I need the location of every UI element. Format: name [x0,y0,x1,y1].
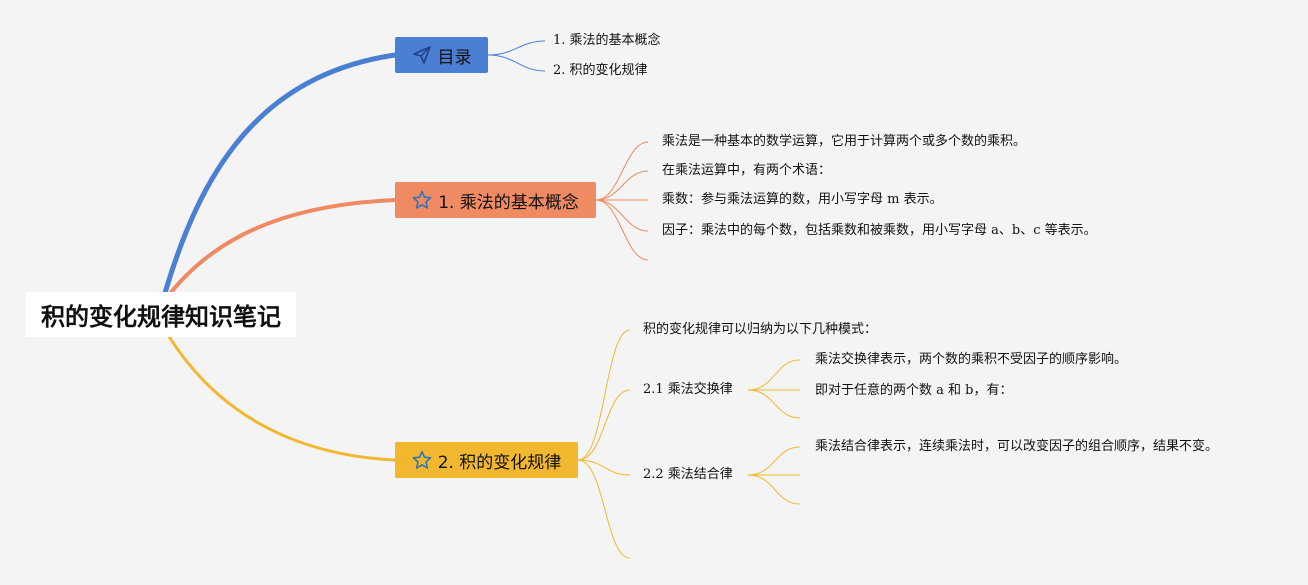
star-icon [412,190,432,209]
subtopic-commutative[interactable]: 2.1 乘法交换律 [643,382,733,397]
link-root-toc [160,52,398,303]
basic-item[interactable]: 乘法是一种基本的数学运算，它用于计算两个或多个数的乘积。 [662,134,1027,149]
branch-basic-concept[interactable]: 1. 乘法的基本概念 [395,182,596,218]
associative-item[interactable]: 乘法结合律表示，连续乘法时，可以改变因子的组合顺序，结果不变。 [815,439,1219,454]
branch-change-label: 2. 积的变化规律 [437,452,562,473]
basic-item[interactable]: 在乘法运算中，有两个术语： [662,163,832,178]
branch-toc[interactable]: 目录 [395,37,488,73]
toc-item[interactable]: 1. 乘法的基本概念 [553,33,661,48]
root-topic[interactable]: 积的变化规律知识笔记 [26,292,296,337]
commutative-item[interactable]: 乘法交换律表示，两个数的乘积不受因子的顺序影响。 [815,352,1128,367]
branch-change-rule[interactable]: 2. 积的变化规律 [395,442,578,478]
commutative-item[interactable]: 即对于任意的两个数 a 和 b，有： [815,383,1013,398]
paper-plane-icon [412,46,431,64]
toc-item[interactable]: 2. 积的变化规律 [553,63,648,78]
basic-item[interactable]: 乘数：参与乘法运算的数，用小写字母 m 表示。 [662,192,943,207]
subtopic-associative[interactable]: 2.2 乘法结合律 [643,467,733,482]
link-root-change [166,333,397,462]
branch-basic-label: 1. 乘法的基本概念 [438,192,579,213]
branch-toc-label: 目录 [437,47,472,68]
star-icon [412,450,432,469]
basic-item[interactable]: 因子：乘法中的每个数，包括乘数和被乘数，用小写字母 a、b、c 等表示。 [662,223,1097,238]
link-root-basic [163,198,397,302]
change-intro[interactable]: 积的变化规律可以归纳为以下几种模式： [643,322,878,337]
